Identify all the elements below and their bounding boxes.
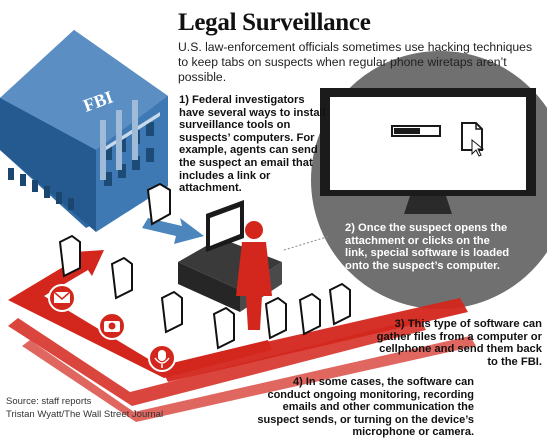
step-3-text: 3) This type of software can gather file…: [376, 318, 542, 368]
send-arrow: [142, 218, 204, 244]
document-icon: [461, 122, 483, 151]
data-flow-arrow: [8, 250, 476, 422]
magnifier-lens: [305, 45, 547, 315]
step-2-text: 2) Once the suspect opens the attachment…: [345, 222, 510, 272]
step-1-text: 1) Federal investigators have several wa…: [179, 94, 326, 195]
microphone-icon: [148, 344, 176, 372]
camera-icon: [98, 312, 126, 340]
byline-credit: Tristan Wyatt/The Wall Street Journal: [6, 409, 164, 420]
fbi-building: [0, 30, 168, 232]
illustration: [0, 30, 547, 422]
envelope-icon: [48, 284, 76, 312]
cursor-icon: [471, 138, 485, 157]
page-subtitle: U.S. law-enforcement officials sometimes…: [178, 40, 533, 84]
document-icon: [58, 182, 351, 350]
source-credit: Source: staff reports: [6, 396, 92, 407]
suspect-figure: [236, 221, 272, 330]
connector-line: [283, 235, 331, 251]
page-title: Legal Surveillance: [178, 9, 371, 36]
step-4-text: 4) In some cases, the software can condu…: [257, 376, 474, 439]
